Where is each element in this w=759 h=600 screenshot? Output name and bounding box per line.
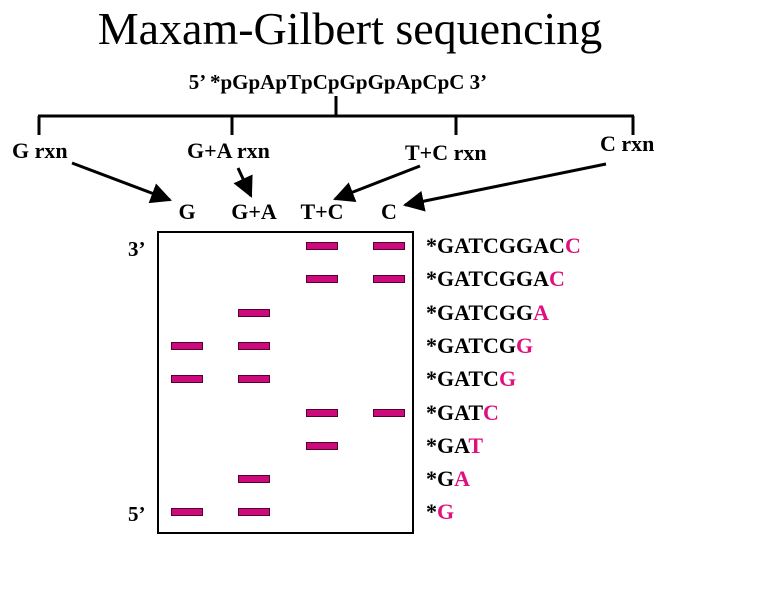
gel-band	[306, 408, 338, 417]
gel-band	[306, 242, 338, 250]
fragment-prefix: *GA	[426, 432, 469, 458]
fragment-terminal-base: A	[454, 466, 471, 492]
fragment-prefix: *G	[426, 466, 455, 492]
fragment-terminal-base: G	[498, 366, 517, 392]
gel-band	[373, 242, 405, 250]
fragment-prefix: *GATCG	[426, 332, 517, 358]
fragment-terminal-base: C	[564, 233, 581, 258]
reaction-label-ga: G+A rxn	[187, 138, 270, 163]
gel-band	[238, 341, 270, 350]
fragment-label: *GATCGGAC	[426, 266, 565, 292]
gel-band	[238, 508, 270, 517]
lane-label-tc: T+C	[300, 199, 344, 224]
fragment-prefix: *GATCGGA	[426, 266, 550, 292]
fragment-prefix: *GATC	[426, 366, 499, 392]
fragment-terminal-base: A	[533, 299, 550, 325]
fragment-terminal-base: T	[468, 432, 484, 458]
gel-band	[238, 308, 270, 317]
lane-label-g: G	[178, 199, 196, 224]
gel-band	[171, 375, 203, 384]
fragment-terminal-base: C	[549, 266, 565, 292]
fragment-terminal-base: G	[516, 332, 534, 358]
reaction-label-tc: T+C rxn	[405, 140, 487, 165]
fragment-prefix: *GATCGG	[426, 299, 534, 325]
gel-band	[306, 275, 338, 284]
dna-sequence: 5’ *pGpApTpCpGpGpApCpC 3’	[188, 70, 488, 94]
sequencing-gel	[157, 231, 414, 534]
gel-band	[238, 375, 270, 384]
fragment-prefix: *	[426, 499, 437, 525]
fragment-terminal-base: G	[437, 499, 455, 525]
gel-band	[306, 441, 338, 450]
fragment-label: *GATCGGACC	[426, 233, 581, 259]
reaction-label-c: C rxn	[600, 131, 655, 156]
fragment-prefix: *GAT	[426, 399, 484, 425]
fragment-label: *GATC	[426, 400, 499, 426]
lane-label-c: C	[381, 199, 397, 224]
fragment-label: *G	[426, 499, 454, 525]
fragment-prefix: *GATCGGAC	[426, 233, 565, 258]
reaction-label-g: G rxn	[12, 138, 68, 163]
arrow-c	[402, 162, 607, 212]
lane-label-ga: G+A	[231, 199, 277, 224]
arrow-ga	[233, 167, 253, 198]
fragment-label: *GA	[426, 466, 470, 492]
page-title: Maxam-Gilbert sequencing	[97, 3, 603, 54]
fragment-label: *GATCGG	[426, 333, 533, 359]
gel-band	[373, 275, 405, 284]
fragment-label: *GAT	[426, 433, 483, 459]
fragment-terminal-base: C	[483, 399, 499, 425]
fragment-label: *GATCGGA	[426, 300, 549, 326]
gel-band	[238, 475, 270, 484]
fragment-label: *GATCG	[426, 366, 516, 392]
gel-band	[373, 408, 405, 417]
gel-band	[171, 341, 203, 350]
gel-band	[171, 508, 203, 517]
arrow-g	[71, 161, 172, 204]
gel-bottom-end-label: 5’	[128, 502, 146, 526]
arrow-tc	[333, 164, 421, 202]
gel-top-end-label: 3’	[128, 237, 146, 261]
